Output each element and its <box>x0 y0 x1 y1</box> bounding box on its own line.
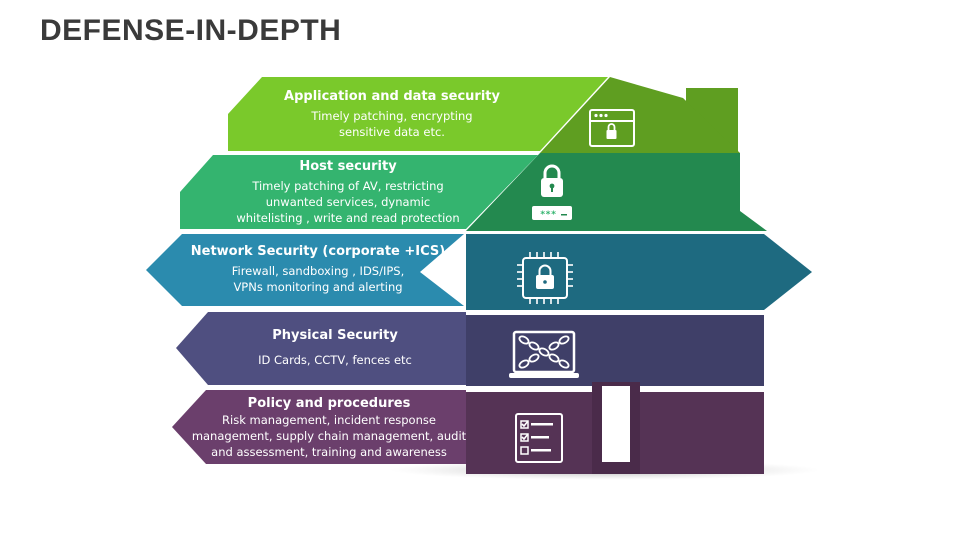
browser-lock-icon <box>589 109 635 147</box>
layer-policy-text: Policy and procedures Risk management, i… <box>184 396 474 460</box>
layer-application-arrow <box>228 77 608 151</box>
layer-host-description: Timely patching of AV, restricting unwan… <box>236 179 460 225</box>
layer-policy-description: Risk management, incident response manag… <box>191 413 467 459</box>
layer-network-text: Network Security (corporate +ICS) Firewa… <box>180 244 456 295</box>
layer-policy <box>172 382 764 474</box>
svg-text:***: *** <box>540 210 556 220</box>
layer-physical-text: Physical Security ID Cards, CCTV, fences… <box>210 328 460 368</box>
layer-host: *** <box>180 153 767 231</box>
layer-application-description: Timely patching, encrypting sensitive da… <box>311 109 473 139</box>
chip-lock-icon <box>517 252 573 304</box>
layer-policy-heading: Policy and procedures <box>247 396 411 411</box>
layer-policy-arrow <box>172 390 466 464</box>
layer-physical <box>176 312 764 386</box>
layer-application <box>228 77 740 153</box>
layer-host-arrow <box>180 155 538 229</box>
layer-host-heading: Host security <box>299 159 397 174</box>
chained-laptop-icon <box>509 330 579 378</box>
layer-network-description: Firewall, sandboxing , IDS/IPS, VPNs mon… <box>231 264 405 294</box>
padlock-password-icon: *** <box>532 164 572 220</box>
layer-physical-description: ID Cards, CCTV, fences etc <box>258 353 412 367</box>
layer-network-arrow <box>146 234 464 306</box>
house-door <box>602 386 630 462</box>
layer-host-text: Host security Timely patching of AV, res… <box>210 159 486 226</box>
layer-network-house-band <box>466 234 812 310</box>
page-title: DEFENSE-IN-DEPTH <box>40 14 342 47</box>
checklist-icon <box>515 413 563 463</box>
layer-application-heading: Application and data security <box>284 89 500 104</box>
layer-network <box>146 234 812 310</box>
layer-application-text: Application and data security Timely pat… <box>262 89 522 140</box>
layer-physical-heading: Physical Security <box>272 328 398 343</box>
layer-network-heading: Network Security (corporate +ICS) <box>190 244 446 259</box>
layer-physical-arrow <box>176 312 466 385</box>
